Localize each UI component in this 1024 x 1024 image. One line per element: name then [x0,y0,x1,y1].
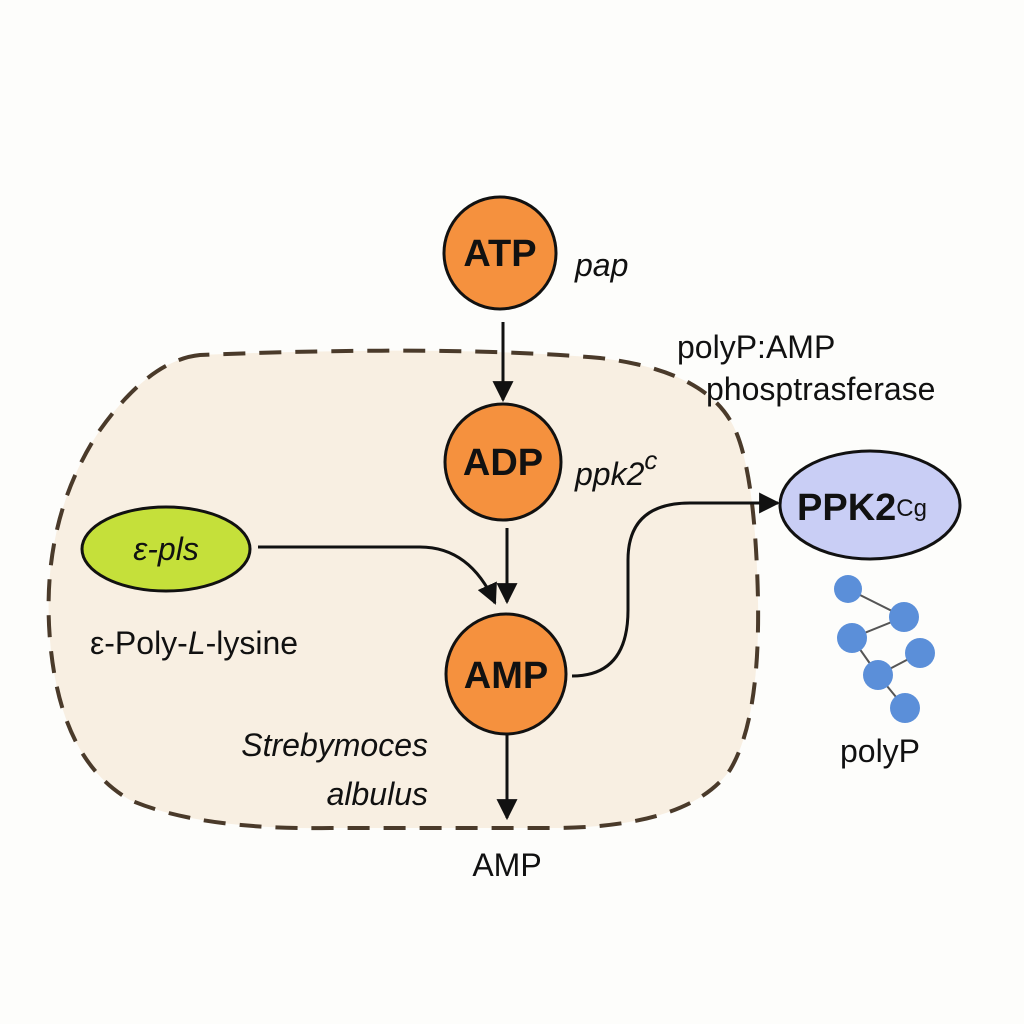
ppk2cg-node: PPK2Cg [778,449,962,561]
arrow-epls-to-amp [258,545,497,605]
adp-label: ADP [463,442,543,484]
enzyme-label-line1: polyP:AMP [677,329,835,365]
polyp-chain-icon [834,575,935,723]
ppk2c-gene-label: ppk2c [574,445,657,492]
enzyme-label-line2: phosptrasferase [706,371,935,407]
amp-node: AMP [444,612,568,736]
epls-label: ε-pls [133,531,199,567]
polyp-label: polyP [840,733,920,769]
adp-node: ADP [443,402,563,522]
amp-output-label: AMP [472,847,541,883]
product-label: ε-Poly-L-lysine [90,625,298,661]
arrow-amp-to-ppk2 [571,492,781,678]
pap-gene-label: pap [574,247,628,283]
atp-node: ATP [442,195,558,311]
amp-label: AMP [464,655,548,697]
organism-label-line2: albulus [327,776,428,812]
ppk2cg-label: PPK2Cg [797,487,927,529]
organism-label-line1: Strebymoces [241,727,428,763]
atp-label: ATP [463,233,536,275]
cell-boundary [46,348,761,831]
epls-node: ε-pls [80,505,252,593]
